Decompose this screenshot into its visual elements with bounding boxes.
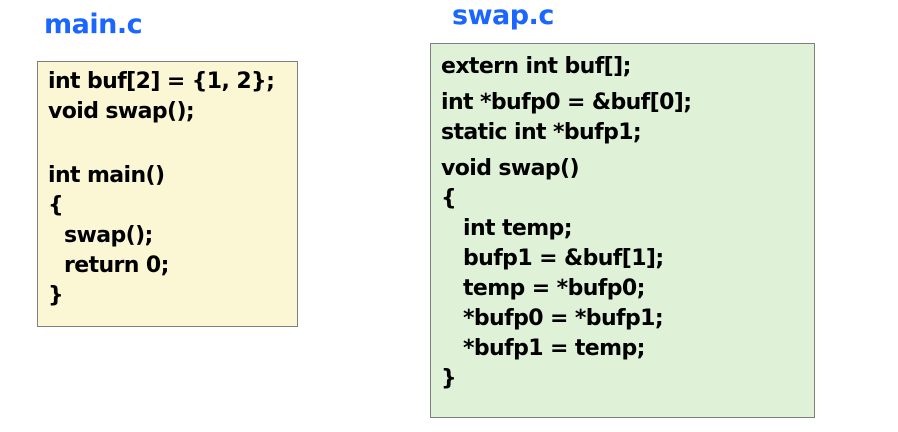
- main-c-filename: main.c: [44, 9, 143, 40]
- code-line: return 0;: [64, 253, 169, 278]
- code-line: bufp1 = &buf[1];: [463, 246, 664, 271]
- main-c-code-box: int buf[2] = {1, 2}; void swap(); int ma…: [37, 61, 298, 327]
- code-line: *bufp1 = temp;: [463, 336, 645, 361]
- code-line: }: [48, 283, 64, 308]
- code-line: swap();: [64, 223, 153, 248]
- swap-c-code-box: extern int buf[]; int *bufp0 = &buf[0]; …: [430, 43, 815, 418]
- code-line: int buf[2] = {1, 2};: [48, 69, 275, 94]
- code-line: {: [48, 193, 64, 218]
- code-line: int *bufp0 = &buf[0];: [441, 90, 692, 115]
- code-line: *bufp0 = *bufp1;: [463, 306, 664, 331]
- code-line: static int *bufp1;: [441, 120, 642, 145]
- swap-c-filename: swap.c: [452, 0, 554, 31]
- code-line: extern int buf[];: [441, 54, 631, 79]
- code-line: void swap();: [48, 99, 195, 124]
- code-line: void swap(): [441, 156, 580, 181]
- code-line: }: [441, 366, 457, 391]
- code-line: int main(): [48, 163, 165, 188]
- code-line: int temp;: [463, 216, 572, 241]
- code-line: temp = *bufp0;: [463, 276, 645, 301]
- code-line: {: [441, 186, 457, 211]
